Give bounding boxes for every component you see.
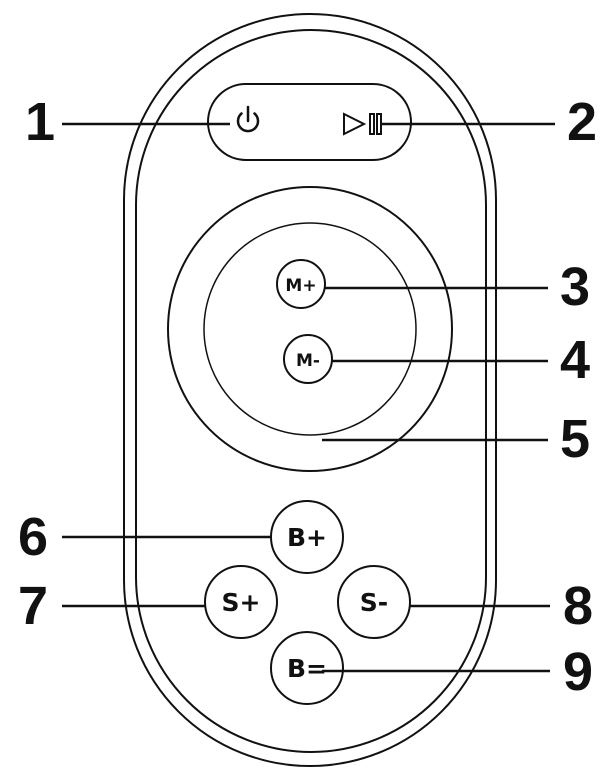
power-icon[interactable] — [236, 105, 260, 133]
callout-3: 3 — [560, 257, 590, 317]
speed-up-button[interactable]: S+ — [204, 565, 278, 639]
brightness-eq-label: B= — [287, 654, 327, 683]
brightness-up-button[interactable]: B+ — [270, 500, 344, 574]
mode-up-label: M+ — [285, 276, 316, 296]
callout-4: 4 — [560, 330, 590, 390]
callout-7: 7 — [18, 576, 48, 636]
callout-6: 6 — [18, 507, 48, 567]
mode-down-label: M- — [296, 351, 320, 371]
top-button-panel — [207, 83, 412, 161]
speed-down-label: S- — [360, 588, 388, 617]
speed-up-label: S+ — [222, 588, 261, 617]
callout-9: 9 — [563, 642, 593, 702]
touch-ring-inner — [203, 222, 417, 436]
mode-up-button[interactable]: M+ — [276, 259, 326, 309]
play-pause-icon[interactable] — [343, 112, 382, 136]
brightness-up-label: B+ — [287, 523, 327, 552]
mode-down-button[interactable]: M- — [283, 334, 333, 384]
speed-down-button[interactable]: S- — [337, 565, 411, 639]
callout-2: 2 — [567, 92, 597, 152]
brightness-eq-button[interactable]: B= — [270, 631, 344, 705]
remote-body — [123, 13, 497, 767]
callout-5: 5 — [560, 409, 590, 469]
touch-ring-outer[interactable] — [167, 186, 453, 472]
callout-1: 1 — [25, 92, 55, 152]
leader-lines — [62, 122, 555, 673]
callout-8: 8 — [563, 576, 593, 636]
